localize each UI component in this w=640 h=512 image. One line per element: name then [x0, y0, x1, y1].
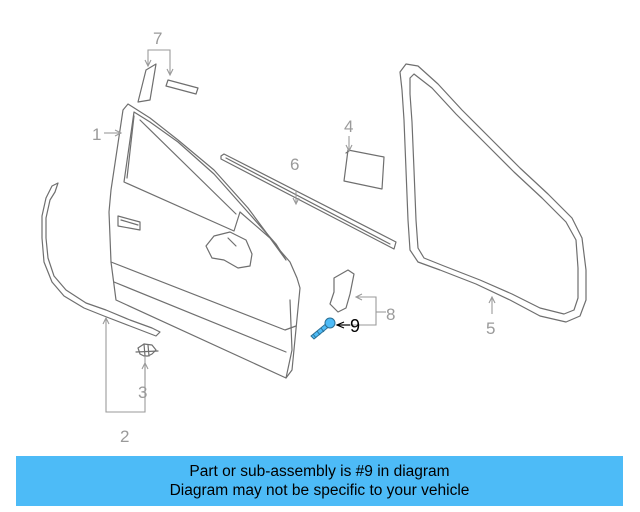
body-weatherstrip — [399, 63, 587, 323]
trim-pieces — [137, 63, 199, 103]
callout-2: 2 — [120, 427, 129, 446]
highlighted-bolt-part[interactable] — [310, 317, 336, 340]
callout-3: 3 — [138, 383, 147, 402]
callout-1: 1 — [92, 125, 101, 144]
door-weatherstrip-left — [41, 182, 161, 337]
callout-labels: 1 2 3 4 5 6 7 8 9 — [92, 29, 495, 446]
callout-4: 4 — [344, 117, 353, 136]
callout-7: 7 — [153, 29, 162, 48]
label-pad-part — [343, 149, 385, 190]
info-banner: Part or sub-assembly is #9 in diagram Di… — [16, 456, 623, 506]
banner-line-2: Diagram may not be specific to your vehi… — [169, 482, 470, 499]
cover-cap-part — [329, 269, 355, 313]
banner-line-1: Part or sub-assembly is #9 in diagram — [189, 463, 450, 480]
front-door-shell — [108, 103, 301, 379]
belt-molding — [220, 153, 397, 250]
clip-part — [135, 343, 159, 357]
callout-6: 6 — [290, 155, 299, 174]
callout-5: 5 — [486, 319, 495, 338]
leader-lines — [102, 49, 496, 413]
parts-diagram: 1 2 3 4 5 6 7 8 9 — [41, 29, 587, 446]
callout-8: 8 — [386, 305, 395, 324]
callout-9: 9 — [350, 316, 360, 336]
